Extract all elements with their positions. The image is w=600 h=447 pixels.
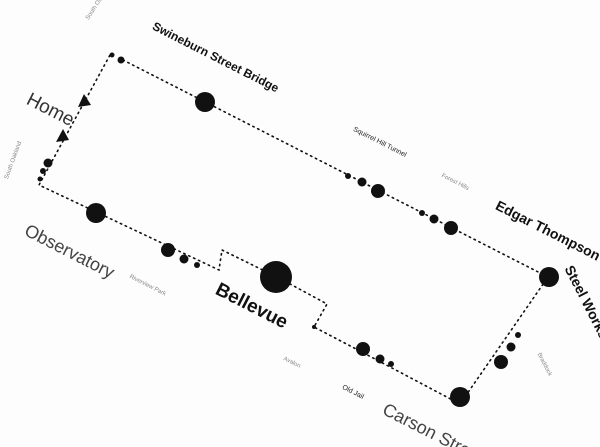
- minor-stop-marker: [494, 355, 508, 369]
- minor-stop-marker: [375, 354, 385, 364]
- minor-stop-marker: [515, 332, 521, 338]
- minor-stop-marker: [312, 325, 316, 329]
- route-line: [37, 54, 550, 406]
- minor-stop-marker: [40, 168, 46, 174]
- minor-stop-marker: [444, 221, 458, 235]
- major-stop-marker: [195, 92, 215, 112]
- minor-stop-marker: [357, 177, 367, 187]
- minor-stop-marker: [371, 184, 385, 198]
- major-stop-marker: [260, 261, 292, 293]
- minor-stop-marker: [388, 361, 394, 367]
- home-arrow-lower-icon: [56, 129, 69, 142]
- major-stop-marker: [86, 203, 106, 223]
- stops-layer: [37, 52, 559, 407]
- minor-stop-marker: [506, 342, 516, 352]
- minor-stop-marker: [194, 262, 200, 268]
- minor-stop-marker: [419, 210, 425, 216]
- minor-stop-marker: [429, 214, 439, 224]
- major-stop-marker: [450, 387, 470, 407]
- minor-stop-marker: [43, 158, 53, 168]
- minor-stop-marker: [179, 254, 189, 264]
- minor-stop-marker: [117, 56, 125, 64]
- home-arrow-upper-icon: [78, 94, 91, 107]
- minor-stop-marker: [356, 342, 370, 356]
- major-stop-marker: [539, 267, 559, 287]
- minor-stop-marker: [37, 176, 43, 182]
- minor-stop-marker: [345, 173, 351, 179]
- minor-stop-marker: [109, 52, 115, 58]
- minor-stop-marker: [161, 243, 175, 257]
